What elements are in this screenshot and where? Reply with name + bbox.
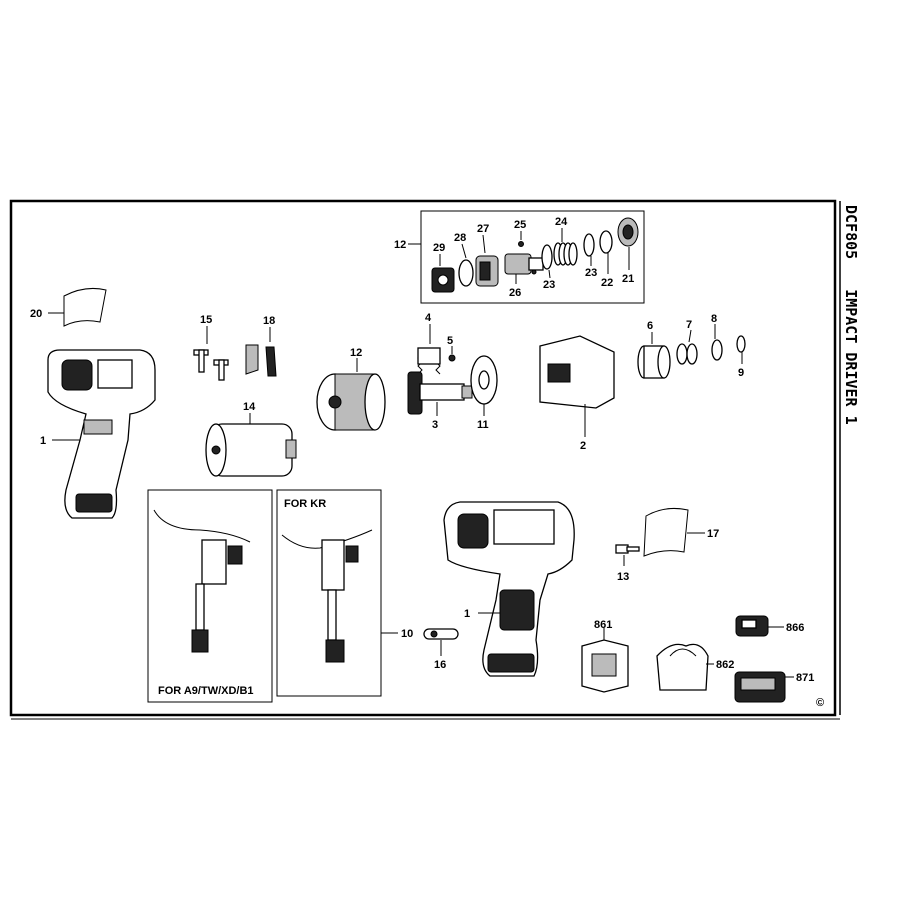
part-5-ball — [448, 354, 456, 362]
part-26-spindle — [504, 253, 544, 275]
callout-25: 25 — [514, 219, 526, 231]
part-15-switch-contacts — [193, 349, 229, 381]
callout-1-main: 1 — [464, 608, 470, 620]
part-24-spring — [553, 242, 578, 266]
callout-16: 16 — [434, 659, 446, 671]
part-16-direction-lever — [423, 628, 459, 640]
callout-14: 14 — [243, 401, 256, 413]
callout-862: 862 — [716, 659, 734, 671]
part-1-housing-left — [47, 349, 156, 519]
part-29-cam — [431, 267, 455, 293]
callout-11: 11 — [477, 419, 489, 431]
part-22-washer — [599, 230, 613, 254]
part-28-ring — [458, 259, 474, 287]
part-8-ring — [711, 339, 723, 361]
callout-18: 18 — [263, 315, 275, 327]
callout-8: 8 — [711, 313, 717, 325]
callout-3: 3 — [432, 419, 438, 431]
panel-region-a9 — [147, 489, 273, 703]
part-12-group-box — [420, 210, 645, 304]
part-862-tool-bag — [656, 643, 709, 691]
callout-4: 4 — [425, 312, 432, 324]
part-871-charger — [734, 671, 786, 703]
callout-12-mid: 12 — [350, 347, 362, 359]
callout-2: 2 — [580, 440, 586, 452]
part-4-spring — [417, 347, 441, 375]
part-861-kit-box — [581, 639, 629, 693]
callout-9: 9 — [738, 367, 744, 379]
callout-23-b: 23 — [585, 267, 597, 279]
callout-24: 24 — [555, 216, 568, 228]
part-9-clip — [736, 335, 746, 353]
part-23-washer-a — [541, 244, 553, 270]
panel-region-kr-caption: FOR KR — [284, 498, 326, 510]
callout-20: 20 — [30, 308, 42, 320]
callout-13: 13 — [617, 571, 629, 583]
callout-866: 866 — [786, 622, 804, 634]
copyright-mark: © — [816, 697, 824, 709]
callout-27: 27 — [477, 223, 489, 235]
callout-861: 861 — [594, 619, 612, 631]
callout-26: 26 — [509, 287, 521, 299]
callout-15: 15 — [200, 314, 212, 326]
part-10-switch-kr — [281, 529, 373, 663]
callout-21: 21 — [622, 273, 634, 285]
part-866-battery — [735, 615, 769, 637]
part-7-o-rings — [676, 343, 698, 365]
sheet-title-vertical: DCF805IMPACT DRIVER 1 — [842, 205, 860, 425]
callout-7: 7 — [686, 319, 692, 331]
part-17-label-sticker — [643, 508, 689, 557]
part-21-bearing — [617, 217, 639, 247]
part-1-housing-main — [443, 501, 575, 677]
part-18-magnets — [245, 344, 277, 377]
callout-1-left: 1 — [40, 435, 46, 447]
callout-12-top: 12 — [394, 239, 406, 251]
callout-22: 22 — [601, 277, 613, 289]
callout-10: 10 — [401, 628, 413, 640]
part-20-label-sticker — [63, 288, 107, 327]
part-14-motor — [205, 423, 297, 477]
part-12-gearbox — [316, 373, 386, 431]
panel-region-kr — [276, 489, 382, 697]
callout-29: 29 — [433, 242, 445, 254]
part-27-anvil-housing — [475, 255, 499, 287]
callout-28: 28 — [454, 232, 466, 244]
panel-region-a9-caption: FOR A9/TW/XD/B1 — [158, 685, 254, 697]
part-11-washer — [470, 355, 498, 405]
part-13-screw — [615, 544, 640, 554]
part-2-gear-case — [539, 335, 615, 409]
part-23-washer-b — [583, 233, 595, 257]
callout-871: 871 — [796, 672, 814, 684]
part-6-sleeve — [637, 345, 671, 379]
part-3-anvil — [407, 371, 473, 415]
part-10-switch-a9 — [153, 509, 251, 653]
callout-5: 5 — [447, 335, 453, 347]
callout-23-a: 23 — [543, 279, 555, 291]
callout-17: 17 — [707, 528, 719, 540]
callout-6: 6 — [647, 320, 653, 332]
sheet-frame — [9, 199, 837, 717]
part-25-ball — [518, 241, 524, 247]
